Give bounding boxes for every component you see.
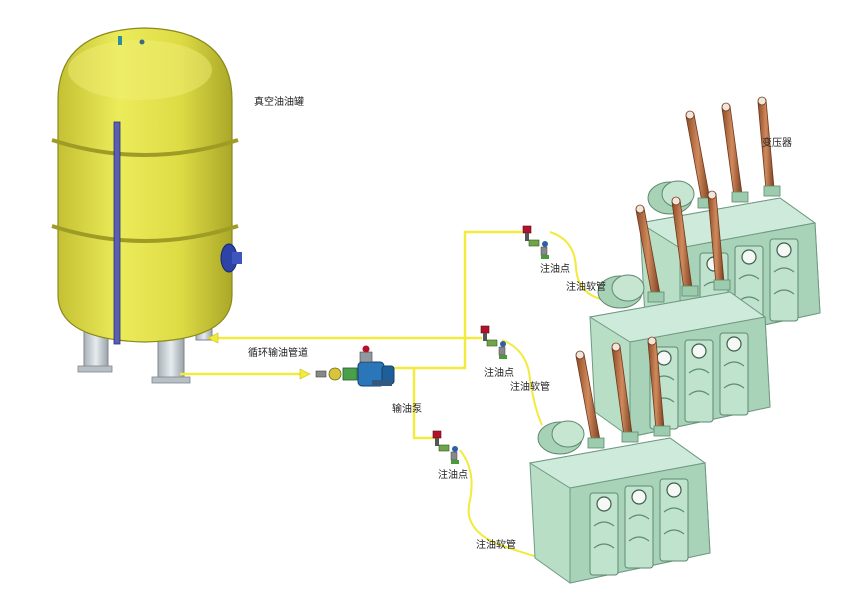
- oil-pump: [315, 345, 395, 387]
- hose-label-2: 注油软管: [510, 382, 550, 393]
- tank-flange: [220, 243, 242, 273]
- fill-point-label-1: 注油点: [540, 264, 570, 275]
- tank-label: 真空油油罐: [254, 97, 304, 108]
- fill-valve-1: [522, 225, 550, 260]
- fill-point-label-2: 注油点: [484, 368, 514, 379]
- hose-label-3: 注油软管: [476, 540, 516, 551]
- level-gauge: [113, 121, 121, 345]
- hose-label-1: 注油软管: [566, 282, 606, 293]
- pump-label: 输油泵: [392, 404, 422, 415]
- transformer-label: 变压器: [762, 138, 792, 149]
- circulation-pipe: [180, 230, 522, 440]
- fill-point-label-3: 注油点: [438, 470, 468, 481]
- fill-hoses: [459, 231, 606, 561]
- pipe-label: 循环输油管道: [248, 348, 308, 359]
- vacuum-oil-tank: [51, 27, 242, 384]
- fill-valve-3: [432, 430, 460, 465]
- fill-valve-2: [480, 325, 508, 360]
